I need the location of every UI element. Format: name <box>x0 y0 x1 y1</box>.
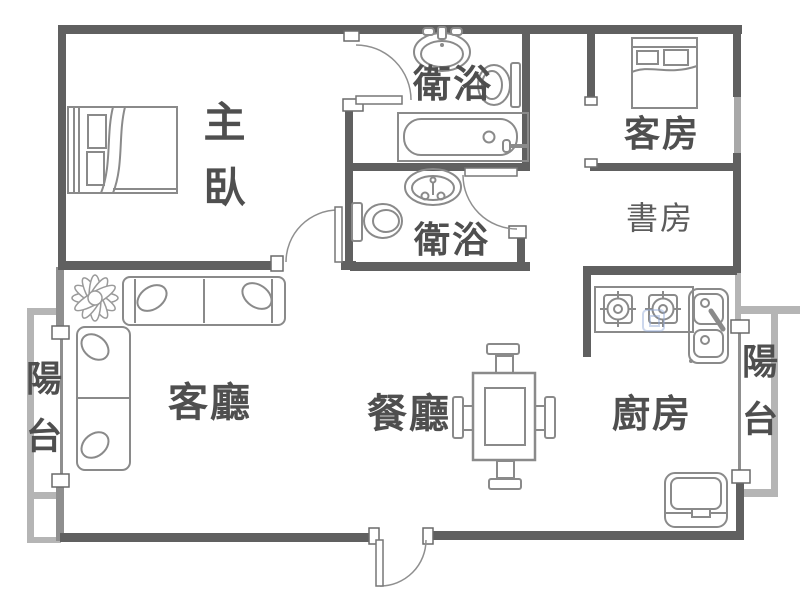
gas-stove-icon <box>594 286 694 333</box>
l-shaped-sofa-icon <box>76 276 286 471</box>
watermark-logo <box>642 309 665 332</box>
refrigerator-icon <box>664 472 728 528</box>
guest-room-window <box>734 95 741 153</box>
balcony-walls <box>27 273 800 543</box>
bathtub-icon <box>397 112 529 162</box>
sliding-door-left-balcony <box>51 325 70 488</box>
door-frames <box>270 30 598 545</box>
door-swings <box>285 44 518 587</box>
dining-table-icon <box>452 343 556 490</box>
room-label-dining-room: 餐廳 <box>367 391 451 437</box>
room-label-master-bedroom: 主臥 <box>197 99 246 231</box>
room-label-living-room: 客廳 <box>168 380 252 426</box>
exterior-wall-segments <box>56 267 64 541</box>
room-label-bathroom-shared: 衛浴 <box>413 220 491 261</box>
room-label-kitchen: 廚房 <box>611 392 693 436</box>
wall-layer <box>58 25 744 542</box>
sliding-door-right-balcony <box>730 319 751 484</box>
master-bedroom-door <box>285 206 343 263</box>
flower-plant-icon <box>71 274 119 322</box>
room-label-guest-room: 客房 <box>623 114 701 155</box>
double-bed-icon <box>67 106 178 194</box>
room-label-balcony-right: 陽台 <box>736 342 777 458</box>
room-label-balcony-left: 陽台 <box>20 359 61 475</box>
shared-bathroom-door <box>462 167 518 230</box>
single-bed-icon <box>631 37 698 109</box>
shared-toilet-icon <box>351 202 403 242</box>
room-label-study: 書房 <box>625 199 695 237</box>
kitchen-sink-icon <box>688 288 729 364</box>
shared-sink-icon <box>404 168 462 206</box>
main-entrance-door <box>375 539 427 587</box>
ensuite-sink-icon <box>413 26 471 72</box>
ensuite-bathroom-door <box>355 44 412 105</box>
ensuite-toilet-icon <box>477 62 521 108</box>
room-label-bathroom-ensuite: 衛浴 <box>412 62 494 106</box>
